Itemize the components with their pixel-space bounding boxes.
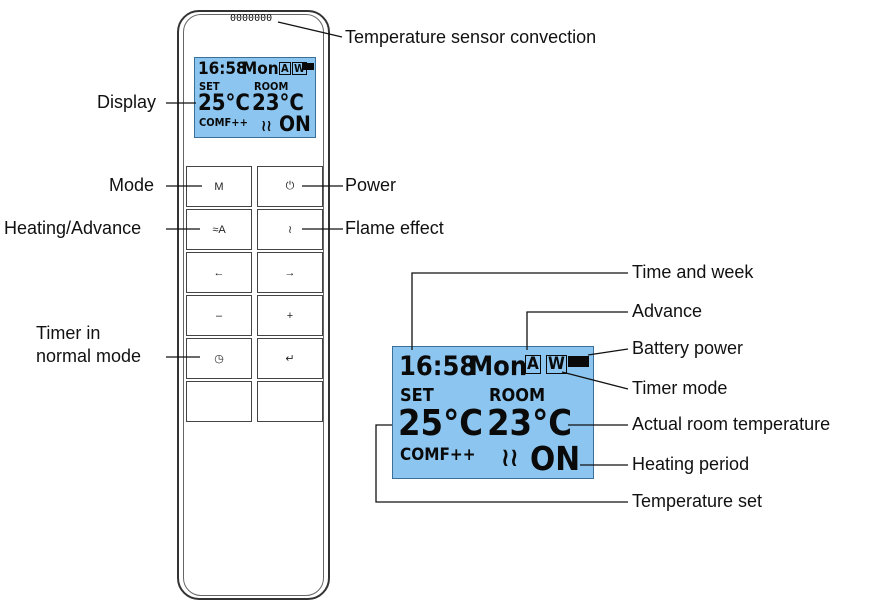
remote-display-day: Mon [242,59,279,79]
zoom-display-set-label: SET [400,385,434,406]
label-heating-advance: Heating/Advance [4,218,142,238]
zoom-display-heat-icon: ≀≀ [501,443,519,473]
left-arrow-icon: ← [213,266,225,279]
label-timer-line1: Timer in [36,323,101,343]
label-temp-set: Temperature set [632,491,763,511]
leader-sensor [277,21,343,38]
minus-icon: – [215,309,223,322]
sensor-holes: 0000000 [230,13,273,24]
zoom-display-timer-icon: W [546,354,567,374]
zoom-display-set-temp: 25°C [398,403,484,444]
zoom-display-advance-icon: A [525,354,541,374]
heating-advance-icon: ≈A [212,223,226,236]
label-timer-mode: Timer mode [632,378,728,398]
leader-time-week [411,272,628,350]
zoom-display: 16:58 Mon A W SET ROOM 25°C 23°C COMF++ … [392,346,594,479]
flame-icon: ≀ [287,224,293,236]
leader-advance [526,311,628,350]
mode-label: M [214,180,224,193]
label-sensor: Temperature sensor convection [345,27,597,47]
label-timer-line2: normal mode [36,346,142,366]
zoom-display-room-label: ROOM [489,385,546,406]
enter-button[interactable]: ↵ [257,338,323,379]
plus-button[interactable]: + [257,295,323,336]
blank-button[interactable] [257,381,323,422]
plus-icon: + [286,309,294,322]
zoom-display-room-temp: 23°C [487,403,573,444]
zoom-display-status: ON [530,439,581,478]
label-advance: Advance [632,301,703,321]
minus-button[interactable]: – [186,295,252,336]
left-arrow-button[interactable]: ← [186,252,252,293]
right-arrow-button[interactable]: → [257,252,323,293]
leader-timer-mode [561,371,629,390]
timer-icon: ◷ [214,353,224,365]
power-icon: ⏻ [285,180,295,192]
label-display: Display [97,92,157,112]
timer-button[interactable]: ◷ [186,338,252,379]
zoom-display-day: Mon [469,351,528,382]
remote-display-room-temp: 23°C [252,91,304,116]
blank-button[interactable] [186,381,252,422]
remote-display-mode: COMF++ [199,116,248,129]
remote-display-set-label: SET [199,80,220,93]
right-arrow-icon: → [284,266,296,279]
label-time-week: Time and week [632,262,754,282]
remote-display-set-temp: 25°C [198,91,250,116]
leader-temp-set [375,424,628,503]
label-heating-period: Heating period [632,454,750,474]
remote-display: 16:58 Mon A W SET ROOM 25°C 23°C COMF++ … [194,57,316,138]
leader-battery [587,348,629,356]
label-room-temp: Actual room temperature [632,414,831,434]
remote-display-status: ON [279,112,311,136]
remote-display-time: 16:58 [198,59,247,79]
zoom-display-battery-icon [568,356,589,367]
label-mode: Mode [109,175,155,195]
remote-display-advance-icon: A [279,62,291,75]
remote-display-heat-icon: ≀≀ [261,116,272,135]
enter-icon: ↵ [285,353,295,365]
zoom-display-mode: COMF++ [400,445,476,465]
label-battery: Battery power [632,338,744,358]
label-power: Power [345,175,397,195]
remote-inner-outline [183,14,324,596]
zoom-display-time: 16:58 [399,351,477,382]
remote-display-battery-icon [302,63,314,70]
label-flame: Flame effect [345,218,444,238]
remote-display-room-label: ROOM [254,80,289,93]
